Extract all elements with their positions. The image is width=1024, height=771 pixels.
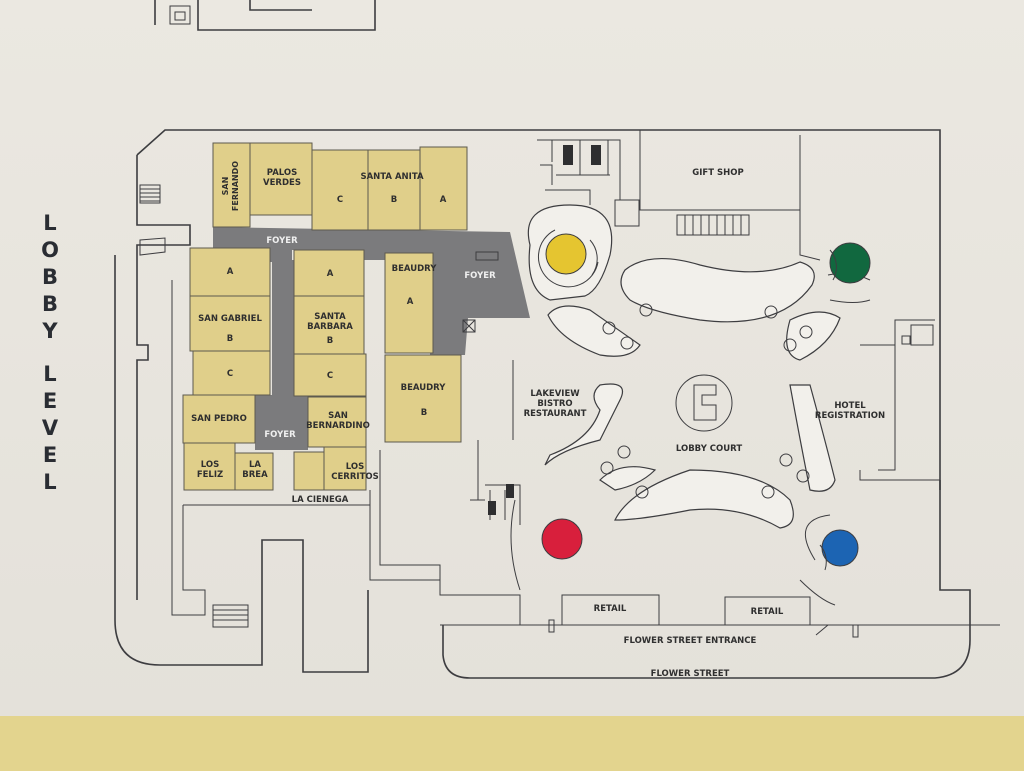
level-title: L O B B Y L E V E L [36, 210, 64, 496]
elevator-yellow [545, 233, 587, 275]
label-flower-street: FLOWER STREET [650, 669, 730, 679]
room-santa-anita-b [367, 149, 421, 231]
label-san-pedro: SAN PEDRO [191, 414, 247, 424]
room-san-pedro [182, 394, 256, 444]
label-beaudry-a-letter: A [406, 297, 414, 307]
room-san-bernardino [307, 396, 367, 448]
room-san-gabriel-c [192, 350, 271, 396]
floor-plan [114, 0, 1000, 679]
planters [600, 303, 813, 499]
label-santa-barbara-b: B [326, 336, 334, 346]
label-san-bernardino: SAN BERNARDINO [306, 411, 370, 431]
label-beaudry-a: BEAUDRY [391, 264, 437, 274]
room-san-gabriel-b [189, 295, 271, 352]
level-letter: V [41, 416, 59, 440]
accessible-icon [910, 324, 934, 346]
level-letter: L [43, 362, 57, 386]
room-santa-anita-c [311, 149, 369, 231]
elevator-green [829, 242, 871, 284]
label-santa-barbara-c: C [326, 371, 334, 381]
label-flower-street-entrance: FLOWER STREET ENTRANCE [623, 636, 757, 646]
foyer-details [462, 251, 499, 333]
room-la-brea [234, 452, 274, 491]
label-san-gabriel: SAN GABRIEL [198, 314, 262, 324]
women-restroom-icon [591, 145, 601, 165]
room-san-fernando [212, 142, 251, 228]
foyer-areas [213, 227, 530, 450]
elevators [541, 233, 871, 571]
level-letter: L [43, 470, 57, 494]
facility-icons [488, 145, 934, 515]
label-beaudry-b-letter: B [420, 408, 428, 418]
label-santa-barbara-a: A [326, 269, 334, 279]
label-santa-anita: SANTA ANITA [360, 172, 424, 182]
label-foyer-top: FOYER [266, 236, 298, 246]
label-lakeview-bistro: LAKEVIEW BISTRO RESTAURANT [523, 389, 587, 419]
upper-floor-remnant [154, 0, 376, 31]
label-retail-left: RETAIL [593, 604, 627, 614]
label-la-cienega: LA CIENEGA [291, 495, 349, 505]
label-lobby-court: LOBBY COURT [675, 444, 743, 454]
label-santa-anita-b: B [390, 195, 398, 205]
label-santa-anita-a: A [439, 195, 447, 205]
label-san-gabriel-c: C [226, 369, 234, 379]
label-retail-right: RETAIL [750, 607, 784, 617]
label-palos-verdes: PALOS VERDES [263, 168, 301, 188]
label-los-cerritos: LOS CERRITOS [331, 462, 379, 482]
room-beaudry-b [384, 354, 462, 443]
level-letter: O [41, 238, 59, 262]
women-restroom-icon [488, 501, 496, 515]
elevator-blue [821, 529, 859, 567]
level-letter: B [41, 292, 58, 316]
room-palos-verdes [249, 142, 313, 216]
label-foyer-bottom: FOYER [264, 430, 296, 440]
lobby-court-shapes [510, 204, 871, 606]
label-hotel-registration: HOTEL REGISTRATION [814, 401, 886, 421]
room-santa-barbara-c [293, 353, 367, 397]
label-foyer-right: FOYER [464, 271, 496, 281]
label-los-feliz: LOS FELIZ [196, 460, 224, 480]
room-santa-barbara-a [293, 249, 365, 297]
bottom-strip [0, 716, 1024, 771]
level-letter: L [43, 211, 57, 235]
meeting-rooms [182, 142, 468, 491]
restrooms-top [537, 130, 821, 261]
label-santa-barbara: SANTA BARBARA [307, 312, 353, 332]
map-board [0, 0, 1024, 716]
room-los-cerritos [323, 446, 367, 491]
level-letter: B [41, 265, 58, 289]
label-san-gabriel-b: B [226, 334, 234, 344]
elevator-red [541, 518, 583, 560]
label-san-fernando: SAN FERNANDO [221, 160, 240, 212]
room-san-gabriel-a [189, 247, 271, 297]
label-santa-anita-c: C [336, 195, 344, 205]
label-beaudry-b: BEAUDRY [400, 383, 446, 393]
men-restroom-icon [563, 145, 573, 165]
room-la-cienega [293, 451, 325, 491]
label-la-brea: LA BREA [242, 460, 268, 480]
stairs [139, 184, 750, 628]
room-los-feliz [183, 442, 236, 491]
level-letter: Y [42, 319, 58, 343]
men-restroom-icon [506, 484, 514, 498]
label-san-gabriel-a: A [226, 267, 234, 277]
room-beaudry-a [384, 252, 434, 354]
room-santa-barbara-b [293, 295, 365, 355]
level-letter: E [42, 389, 58, 413]
retail-and-entrance [440, 360, 1000, 638]
level-letter: E [42, 443, 58, 467]
label-gift-shop: GIFT SHOP [692, 168, 744, 178]
building-outline [114, 129, 971, 679]
room-santa-anita-a [419, 146, 468, 231]
